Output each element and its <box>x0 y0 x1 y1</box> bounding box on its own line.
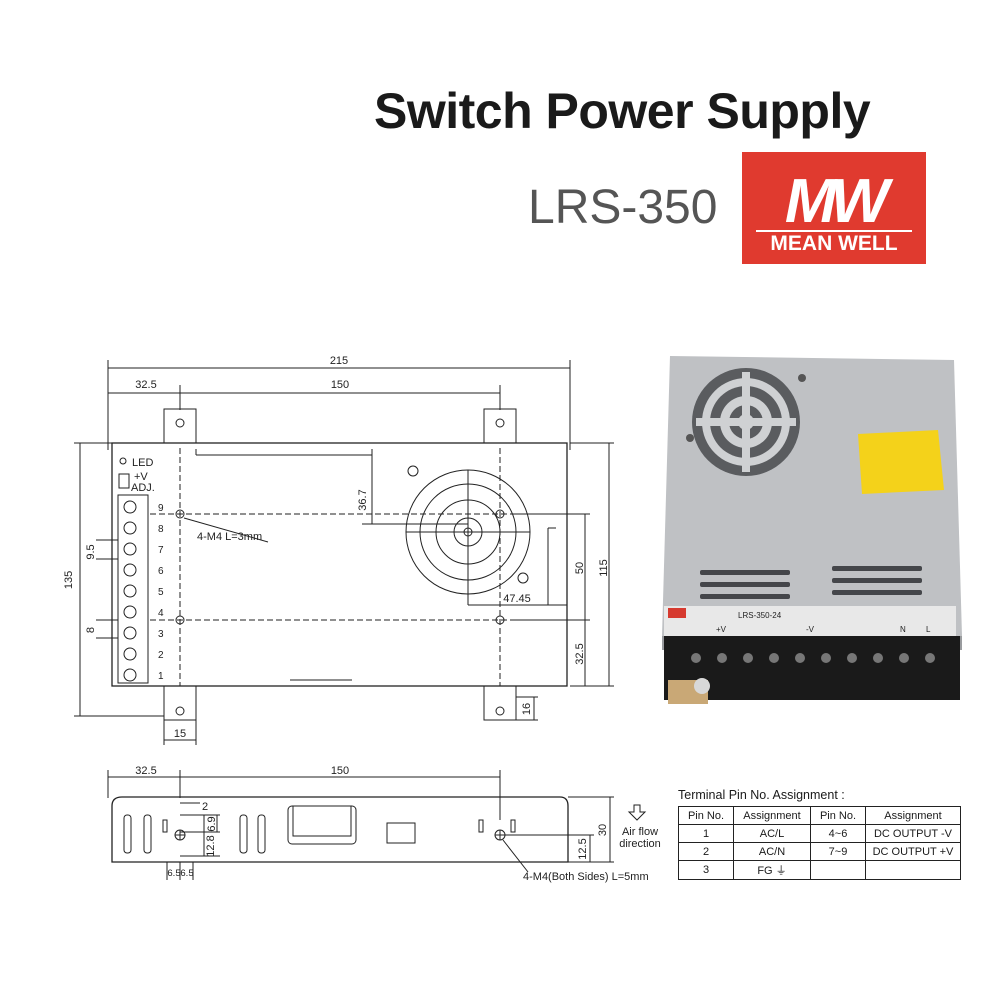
table-row: 1 AC/L 4~6 DC OUTPUT -V <box>678 824 961 843</box>
svg-text:32.5: 32.5 <box>135 379 156 391</box>
table-cell: DC OUTPUT +V <box>865 842 961 861</box>
table-cell: 4~6 <box>810 824 866 843</box>
svg-text:1: 1 <box>158 671 164 682</box>
table-cell: 7~9 <box>810 842 866 861</box>
table-row: 2 AC/N 7~9 DC OUTPUT +V <box>678 842 961 861</box>
table-cell: 2 <box>678 842 734 861</box>
photo-terminal-screws <box>691 653 935 663</box>
svg-text:4: 4 <box>158 608 164 619</box>
table-cell: 1 <box>678 824 734 843</box>
svg-text:9.5: 9.5 <box>85 544 97 559</box>
svg-text:150: 150 <box>331 379 349 391</box>
svg-text:MW: MW <box>785 167 894 236</box>
svg-text:32.5: 32.5 <box>574 643 586 664</box>
table-cell: 3 <box>678 860 734 880</box>
svg-text:50: 50 <box>574 562 586 574</box>
vent-slots <box>700 566 922 599</box>
pin-table-title: Terminal Pin No. Assignment : <box>678 788 845 802</box>
svg-text:5: 5 <box>158 587 164 598</box>
table-row: 3 FG ⏚ <box>678 860 961 880</box>
svg-text:LRS-350-24: LRS-350-24 <box>738 611 782 620</box>
column-header: Pin No. <box>678 806 734 825</box>
svg-text:32.5: 32.5 <box>135 765 156 777</box>
svg-text:N: N <box>900 625 906 634</box>
table-cell <box>810 860 866 880</box>
svg-text:+V: +V <box>716 625 727 634</box>
svg-text:6: 6 <box>158 566 164 577</box>
column-header: Assignment <box>733 806 811 825</box>
column-header: Pin No. <box>810 806 866 825</box>
top-view: 215 32.5 150 LED +V ADJ. 4-M4 L=3mm 36.7… <box>63 355 614 745</box>
svg-text:8: 8 <box>85 627 97 633</box>
logo-text: MEAN WELL <box>770 232 898 255</box>
table-cell <box>865 860 961 880</box>
svg-text:+V: +V <box>134 471 148 483</box>
svg-text:30: 30 <box>597 824 609 836</box>
svg-text:L: L <box>926 625 931 634</box>
column-header: Assignment <box>865 806 961 825</box>
svg-text:16: 16 <box>521 703 533 715</box>
pin-assignment-table: Pin No. Assignment Pin No. Assignment 1 … <box>678 806 961 880</box>
svg-text:12.5: 12.5 <box>577 838 589 859</box>
mean-well-logo: MW MEAN WELL <box>742 152 926 264</box>
svg-text:15: 15 <box>174 728 186 740</box>
svg-text:2: 2 <box>158 650 164 661</box>
table-cell: FG ⏚ <box>733 860 811 880</box>
svg-text:6.5: 6.5 <box>167 868 180 879</box>
svg-text:8: 8 <box>158 524 164 535</box>
terminal-number-labels: 9 8 7 6 5 4 3 2 1 <box>158 503 164 682</box>
table-header-row: Pin No. Assignment Pin No. Assignment <box>678 806 961 825</box>
svg-text:36.7: 36.7 <box>357 489 369 510</box>
svg-text:direction: direction <box>619 838 661 850</box>
svg-text:-V: -V <box>806 625 815 634</box>
product-photo: LRS-350-24 +V -V N L <box>662 356 962 704</box>
svg-text:4-M4(Both Sides) L=5mm: 4-M4(Both Sides) L=5mm <box>523 871 649 883</box>
svg-text:135: 135 <box>63 571 75 589</box>
svg-text:7: 7 <box>158 545 164 556</box>
terminal-screws <box>123 500 137 682</box>
svg-text:150: 150 <box>331 765 349 777</box>
table-cell: DC OUTPUT -V <box>865 824 961 843</box>
table-cell: AC/N <box>733 842 811 861</box>
side-view: 32.5 150 2 6.9 12.8 6.5 6.5 12.5 30 Air … <box>107 765 661 883</box>
svg-text:ADJ.: ADJ. <box>131 482 155 494</box>
svg-text:9: 9 <box>158 503 164 514</box>
svg-text:47.45: 47.45 <box>503 593 531 605</box>
svg-text:3: 3 <box>158 629 164 640</box>
svg-text:4-M4 L=3mm: 4-M4 L=3mm <box>197 531 262 543</box>
svg-text:12.8: 12.8 <box>205 835 217 856</box>
svg-text:6.9: 6.9 <box>206 816 218 831</box>
table-cell: AC/L <box>733 824 811 843</box>
svg-text:215: 215 <box>330 355 348 367</box>
svg-text:6.5: 6.5 <box>180 868 193 879</box>
model-name: LRS-350 <box>528 181 718 234</box>
svg-text:LED: LED <box>132 457 153 469</box>
page-title: Switch Power Supply <box>374 83 871 139</box>
svg-text:115: 115 <box>598 559 610 577</box>
svg-text:Air flow: Air flow <box>622 826 658 838</box>
svg-text:2: 2 <box>202 801 208 813</box>
mw-logo-mark: MW <box>756 167 912 236</box>
